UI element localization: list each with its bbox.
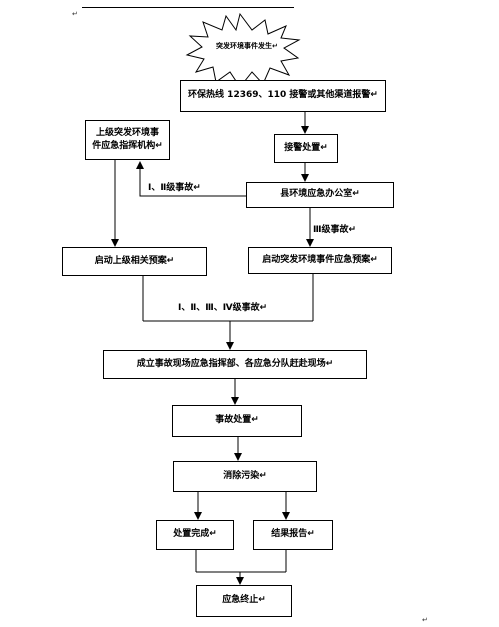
start-county-plan-box: 启动突发环境事件应急预案↵ — [248, 247, 392, 274]
all-levels-label: Ⅰ、Ⅱ、Ⅲ、Ⅳ级事故↵ — [178, 303, 268, 313]
start-superior-plan-box: 启动上级相关预案↵ — [62, 247, 207, 276]
office-box: 县环境应急办公室↵ — [246, 182, 394, 208]
level-3-label: Ⅲ级事故↵ — [313, 225, 357, 235]
level-1-2-label: Ⅰ、Ⅱ级事故↵ — [148, 183, 201, 193]
handling-box: 事故处置↵ — [172, 405, 302, 437]
command-hq-box: 成立事故现场应急指挥部、各应急分队赶赴现场↵ — [103, 350, 367, 379]
paragraph-mark-bottom: ↵ — [422, 616, 428, 624]
completion-box: 处置完成↵ — [156, 520, 234, 550]
result-report-box: 结果报告↵ — [253, 520, 333, 550]
receive-box: 接警处置↵ — [274, 134, 338, 163]
start-event-label: 突发环境事件发生↵ — [216, 42, 278, 50]
superior-command-box: 上级突发环境事件应急指挥机构↵ — [85, 120, 170, 160]
paragraph-mark-top: ↵ — [72, 10, 78, 18]
report-box: 环保热线 12369、110 接警或其他渠道报警↵ — [180, 80, 386, 112]
eliminate-pollution-box: 消除污染↵ — [173, 461, 317, 492]
header-rule — [82, 7, 294, 8]
emergency-end-box: 应急终止↵ — [196, 585, 292, 617]
